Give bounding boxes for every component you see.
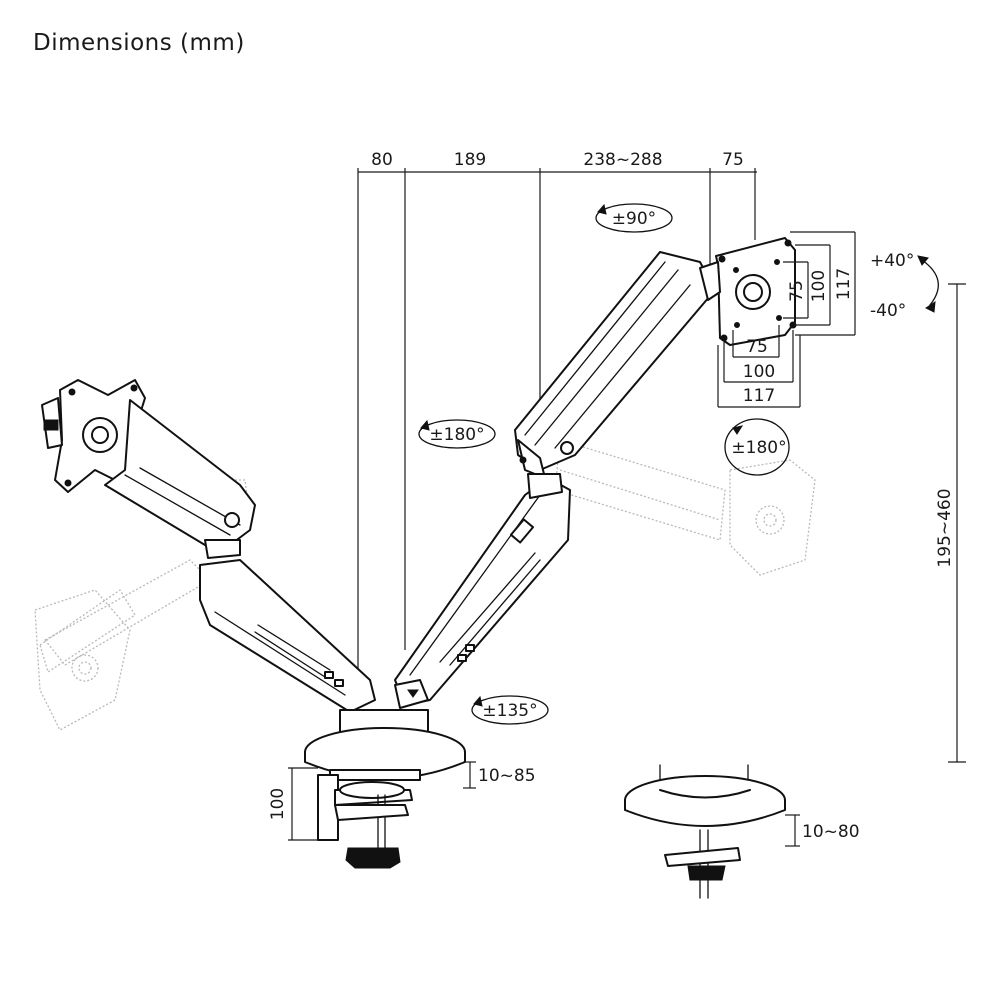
right-upper-arm xyxy=(514,251,721,479)
dim-top-3: 238~288 xyxy=(583,150,662,170)
grommet-dims xyxy=(785,814,800,847)
vesa-vertical-dims xyxy=(783,231,856,336)
rot-tilt-down: -40° xyxy=(870,301,906,321)
dim-clamp-height: 100 xyxy=(268,788,288,820)
rot-tilt-up: +40° xyxy=(870,251,914,271)
vesa-v-75: 75 xyxy=(787,280,807,302)
right-lower-arm xyxy=(394,473,571,709)
clamp-dims xyxy=(288,761,476,841)
rot-base: ±135° xyxy=(482,701,537,721)
vesa-h-100: 100 xyxy=(743,362,775,382)
dim-height-range: 195~460 xyxy=(935,488,955,567)
left-upper-arm xyxy=(104,399,256,559)
vesa-h-75: 75 xyxy=(746,337,768,357)
diagram-title: Dimensions (mm) xyxy=(33,30,245,56)
left-lower-arm xyxy=(199,559,376,713)
rotation-arrow-icon xyxy=(471,695,549,725)
vesa-horizontal-dims xyxy=(717,325,801,408)
vesa-h-117: 117 xyxy=(743,386,775,406)
grommet-base xyxy=(624,764,786,899)
rot-elbow: ±180° xyxy=(429,425,484,445)
rot-swivel-head: ±90° xyxy=(612,209,656,229)
dim-clamp-thickness: 10~85 xyxy=(478,766,536,786)
vesa-v-117: 117 xyxy=(834,268,854,300)
ghost-right-arm xyxy=(554,439,816,576)
dim-top-4: 75 xyxy=(722,150,744,170)
dim-grommet-thickness: 10~80 xyxy=(802,822,860,842)
clamp-base xyxy=(304,727,466,869)
rotation-arrow-icon xyxy=(418,419,496,449)
rotation-arrow-icon xyxy=(595,203,673,233)
rot-vesa: ±180° xyxy=(731,438,786,458)
top-dimension-lines xyxy=(357,168,757,690)
dim-top-1: 80 xyxy=(371,150,393,170)
tilt-arrow-icon xyxy=(917,255,939,313)
dim-top-2: 189 xyxy=(454,150,486,170)
height-dimension-line xyxy=(948,283,966,763)
vesa-v-100: 100 xyxy=(809,270,829,302)
rotation-arrow-icon xyxy=(724,418,790,476)
vesa-plate-right xyxy=(715,237,797,346)
